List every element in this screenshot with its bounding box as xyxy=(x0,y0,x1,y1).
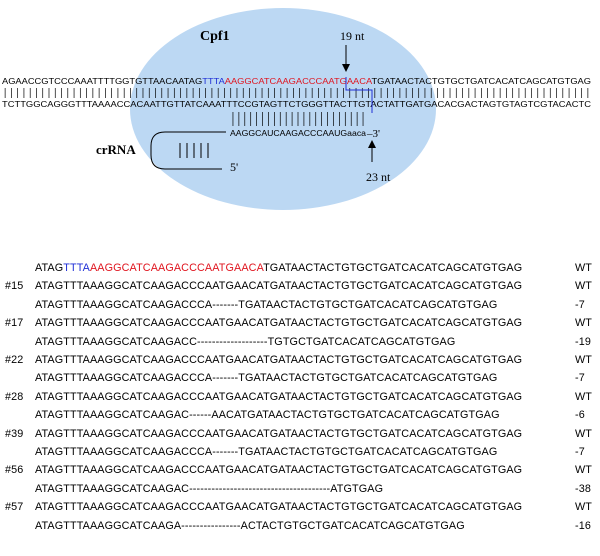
clone-sequence: ATAGTTTAAAGGCATCAAGACCCAATGAACATGATAACTA… xyxy=(35,427,523,440)
clone-sequence: ATAGTTTAAAGGCATCAAGACCCA-------TGATAACTA… xyxy=(35,446,498,458)
indel-label: -6 xyxy=(575,409,585,422)
alignment-row: #39 ATAGTTTAAAGGCATCAAGACCCAATGAACATGATAA… xyxy=(0,424,600,444)
clone-sequence: ATAGTTTAAAGGCATCAAGACCCAATGAACATGATAACTA… xyxy=(35,280,523,293)
alignment-row: #56 ATAGTTTAAAGGCATCAAGACCCAATGAACATGATAA… xyxy=(0,460,600,480)
top-strand-target: AAGGCATCAAGACCCAATGAACA xyxy=(225,77,373,86)
wt-sequence: ATAGTTTAAAGGCATCAAGACCCAATGAACATGATAACTA… xyxy=(35,258,522,278)
cpf1-protein-ellipse xyxy=(130,8,436,210)
clone-sequence: ATAGTTTAAAGGCATCAAGACCCAATGAACATGATAACTA… xyxy=(35,317,523,330)
crrna-stem-ticks xyxy=(179,143,209,158)
indel-label: WT xyxy=(575,317,593,330)
cut-bottom-arrow-head xyxy=(368,140,376,148)
alignment-row: #28 ATAGTTTAAAGGCATCAAGACCCAATGAACATGATAA… xyxy=(0,387,600,407)
alignment-row: #17 ATAGTTTAAAGGCATCAAGACCCAATGAACATGATAA… xyxy=(0,313,600,333)
alignment-row: ATAGTTTAAAGGCATCAAGACCCA-------TGATAACTA… xyxy=(0,295,600,315)
cut-top-label: 19 nt xyxy=(340,29,365,43)
crrna-three-prime: –3' xyxy=(366,128,380,140)
crrna-pairing-ticks xyxy=(232,112,364,126)
alignment-row: #57 ATAGTTTAAAGGCATCAAGACCCAATGAACATGATAA… xyxy=(0,497,600,517)
indel-label: -16 xyxy=(575,519,591,532)
alignment-row: ATAGTTTAAAGGCATCAAGAC------AACATGATAACTA… xyxy=(0,405,600,425)
alignment-row: #22 ATAGTTTAAAGGCATCAAGACCCAATGAACATGATAA… xyxy=(0,350,600,370)
crrna-hairpin xyxy=(150,131,226,170)
indel-label: WT xyxy=(575,427,593,440)
indel-label: -7 xyxy=(575,372,585,385)
cpf1-label: Cpf1 xyxy=(200,29,230,44)
clone-sequence: ATAGTTTAAAGGCATCAAGACCCAATGAACATGATAACTA… xyxy=(35,390,523,403)
crrna-sequence: AAGGCAUCAAGACCCAAUGaaca xyxy=(230,128,366,138)
clone-sequence: ATAGTTTAAAGGCATCAAGAC------AACATGATAACTA… xyxy=(35,409,500,422)
crrna-five-prime: 5' xyxy=(230,160,238,174)
indel-label: WT xyxy=(575,390,593,403)
crrna-label: crRNA xyxy=(96,142,136,157)
clone-sequence: ATAGTTTAAAGGCATCAAGAC-------------------… xyxy=(35,482,384,495)
alignment-row: ATAGTTTAAAGGCATCAAGA----------------ACTA… xyxy=(0,516,600,536)
indel-label: -38 xyxy=(575,482,591,495)
indel-label: WT xyxy=(575,501,593,514)
clone-id: #15 xyxy=(5,280,24,293)
base-pair-ticks xyxy=(4,88,589,98)
indel-label: WT xyxy=(575,464,593,477)
cut-bottom-label: 23 nt xyxy=(366,170,391,184)
clone-sequence: ATAGTTTAAAGGCATCAAGACCCA-------TGATAACTA… xyxy=(35,372,498,385)
top-strand-pre: AGAACCGTCCCAAATTTTGGTGTTAACAATAG xyxy=(2,77,202,86)
indel-label: WT xyxy=(575,354,593,366)
alignment-row: ATAGTTTAAAGGCATCAAGACCCA-------TGATAACTA… xyxy=(0,368,600,388)
indel-label: -7 xyxy=(575,298,585,311)
cut-top-arrow-head xyxy=(342,64,350,72)
clone-id: #22 xyxy=(5,354,24,366)
alignment-row: #15 ATAGTTTAAAGGCATCAAGACCCAATGAACATGATAA… xyxy=(0,276,600,296)
indel-label: -19 xyxy=(575,335,591,348)
clone-sequence: ATAGTTTAAAGGCATCAAGA----------------ACTA… xyxy=(35,519,465,532)
top-strand-pam: TTTA xyxy=(202,77,225,86)
clone-sequence: ATAGTTTAAAGGCATCAAGACC------------------… xyxy=(35,335,456,348)
clone-sequence: ATAGTTTAAAGGCATCAAGACCCAATGAACATGATAACTA… xyxy=(35,501,523,514)
clone-id: #17 xyxy=(5,317,24,330)
wt-suffix: TGATAACTACTGTGCTGATCACATCAGCATGTGAG xyxy=(263,262,523,274)
top-strand-post: TGATAACTACTGTGCTGATCACATCAGCATGTGAG xyxy=(371,77,591,86)
clone-id: #28 xyxy=(5,390,24,403)
staggered-cut-line xyxy=(345,77,373,113)
alignment-row: ATAGTTTAAAGGCATCAAGAC-------------------… xyxy=(0,479,600,499)
indel-label: WT xyxy=(575,280,593,293)
wt-target: AAGGCATCAAGACCCAATGAACA xyxy=(89,262,264,274)
alignment-row-wt: ATAGTTTAAAGGCATCAAGACCCAATGAACATGATAACTA… xyxy=(0,258,600,278)
bottom-dna-strand: TCTTGGCAGGGTTTAAAACCACAATTGTTATCAAATTTCC… xyxy=(2,100,591,109)
wt-label: WT xyxy=(575,262,593,274)
clone-sequence: ATAGTTTAAAGGCATCAAGACCCAATGAACATGATAACTA… xyxy=(35,464,523,477)
alignment-row: ATAGTTTAAAGGCATCAAGACC------------------… xyxy=(0,332,600,352)
indel-label: -7 xyxy=(575,446,585,458)
wt-prefix: ATAG xyxy=(35,262,64,274)
clone-id: #57 xyxy=(5,501,24,514)
alignment-row: ATAGTTTAAAGGCATCAAGACCCA-------TGATAACTA… xyxy=(0,442,600,462)
clone-sequence: ATAGTTTAAAGGCATCAAGACCCAATGAACATGATAACTA… xyxy=(35,354,523,366)
clone-id: #39 xyxy=(5,427,24,440)
wt-pam: TTTA xyxy=(63,262,90,274)
clone-sequence: ATAGTTTAAAGGCATCAAGACCCA-------TGATAACTA… xyxy=(35,298,498,311)
clone-id: #56 xyxy=(5,464,24,477)
